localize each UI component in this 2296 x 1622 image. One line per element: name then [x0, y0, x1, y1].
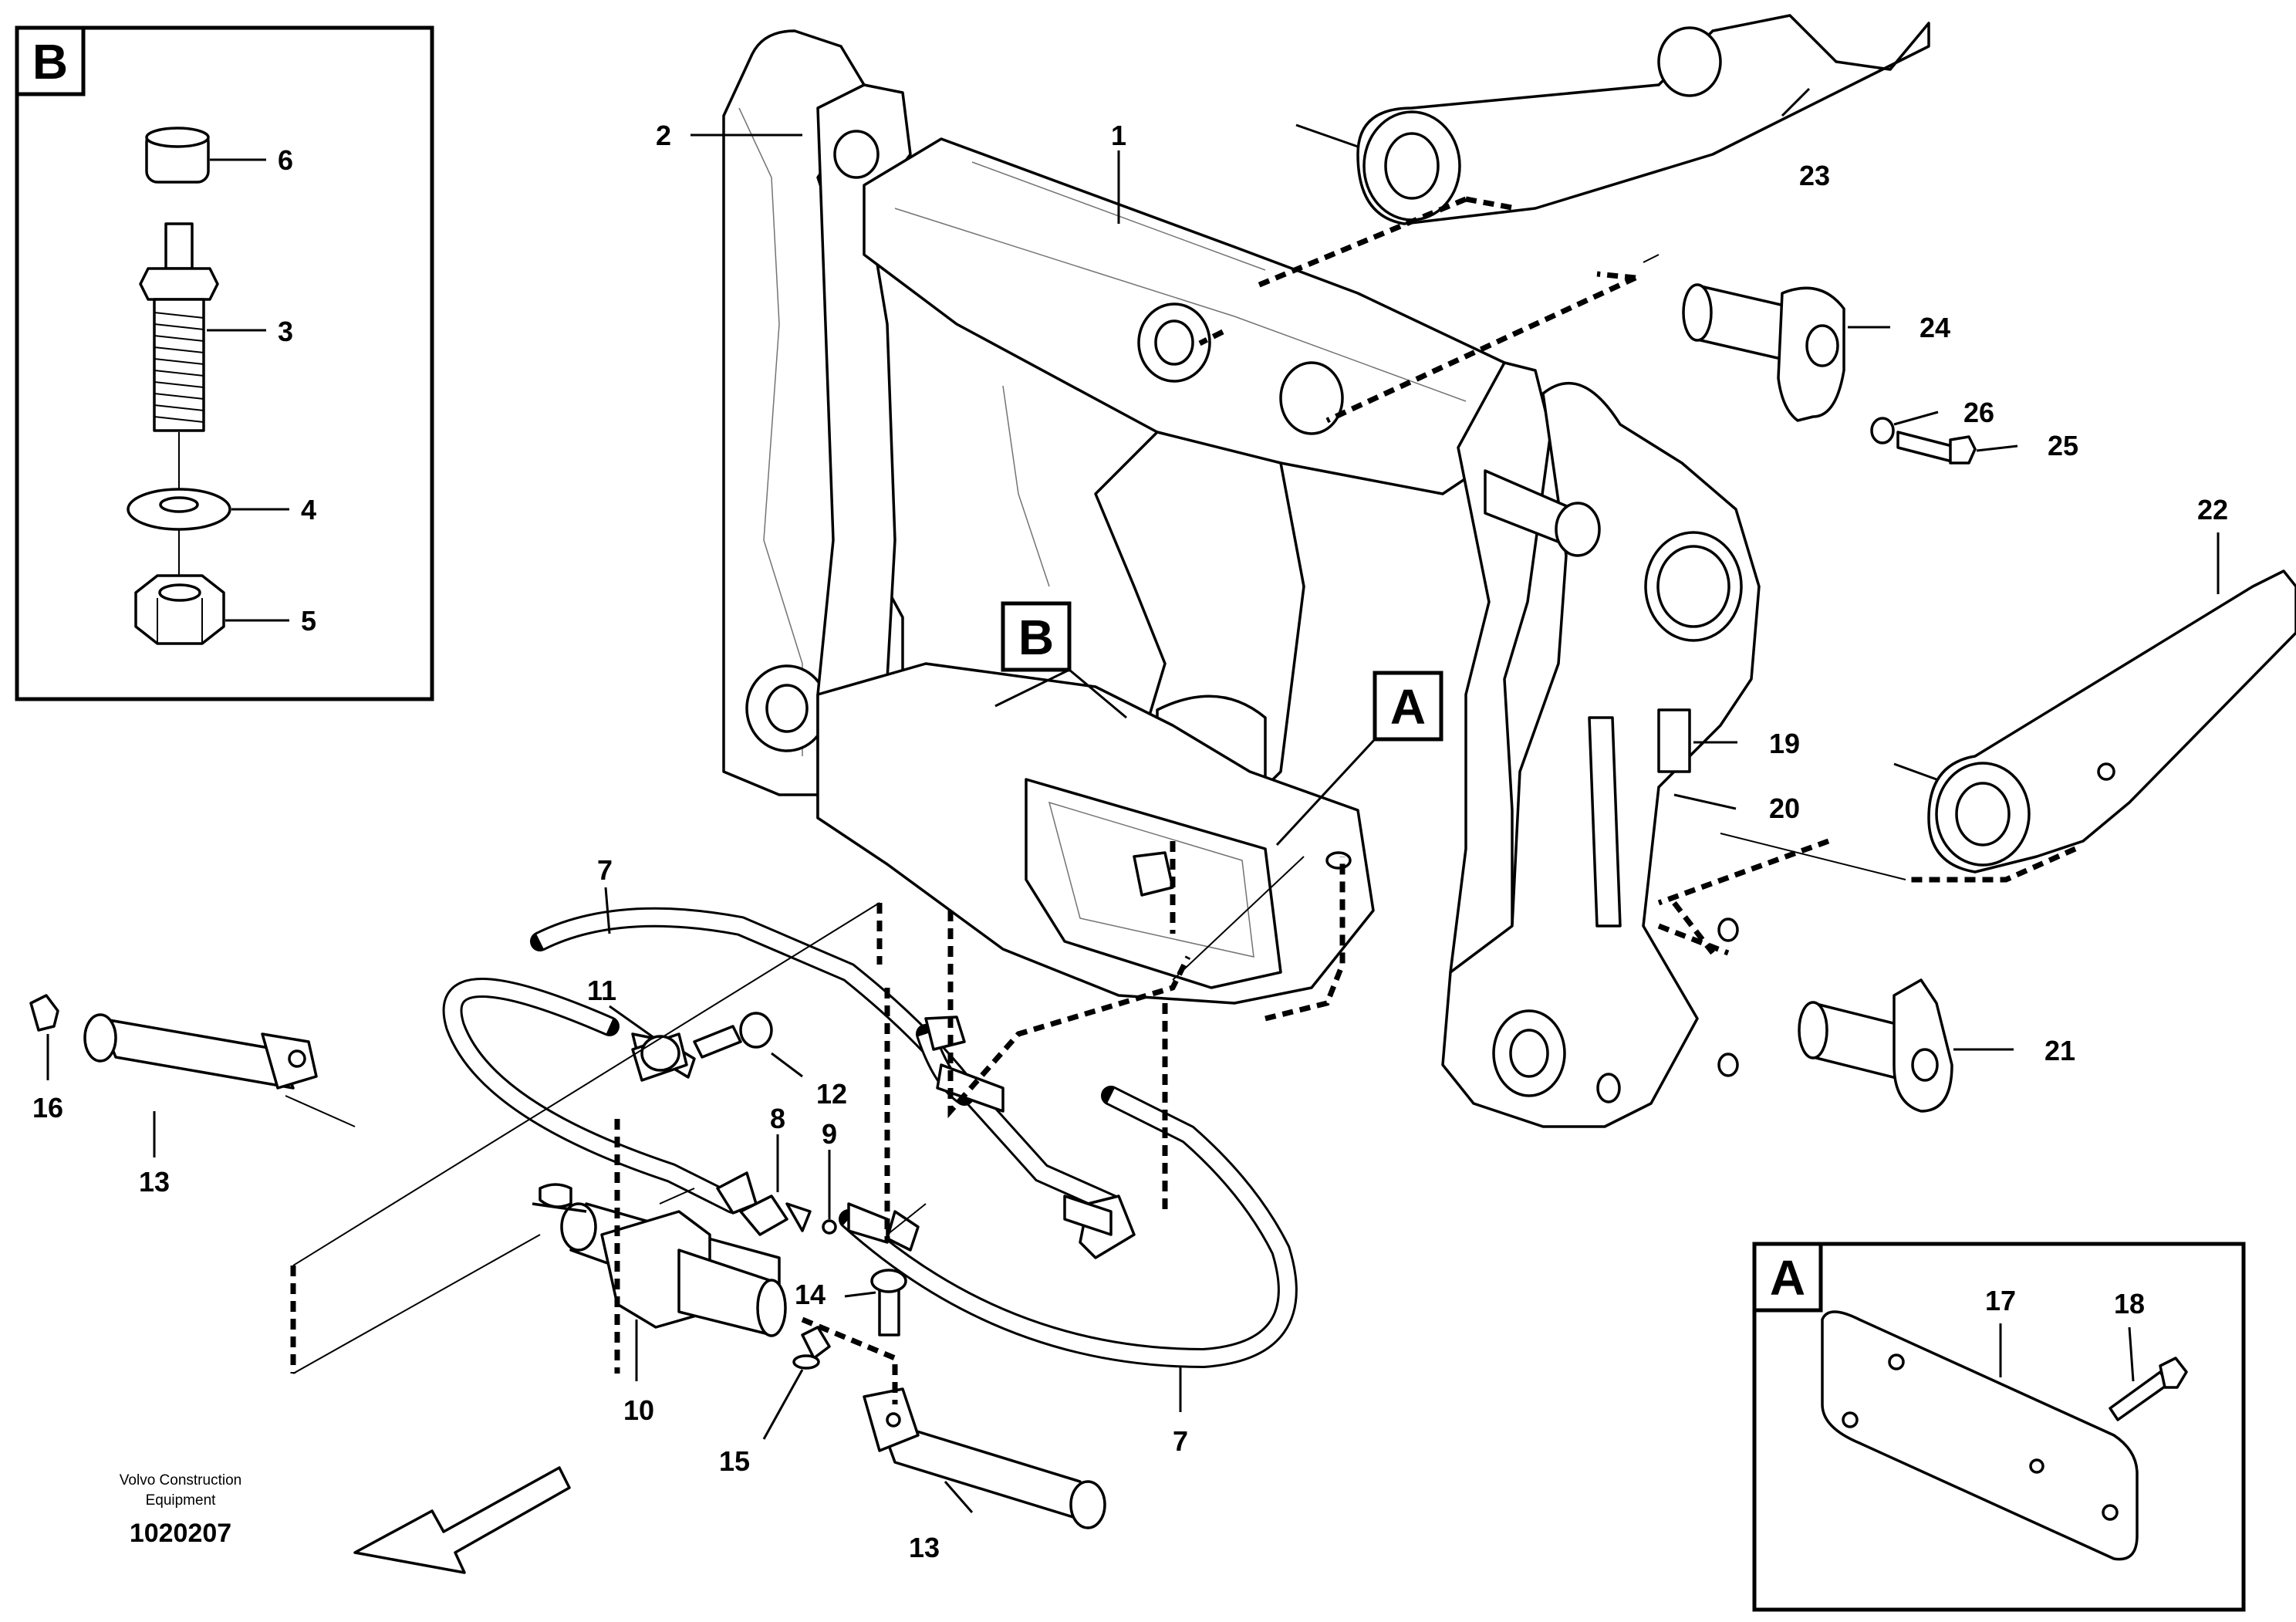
caption-line1: Volvo Construction: [120, 1472, 241, 1489]
washer-part-4: [127, 488, 231, 531]
label-22: 22: [2197, 494, 2228, 525]
label-9: 9: [822, 1118, 837, 1150]
pin-part-14: [870, 1269, 907, 1336]
part-labels: 2 1 23 24 26 25 22 19 20 21 7 11 12 8 9 …: [32, 87, 2228, 1563]
bolt-part-25: [1896, 431, 1977, 465]
label-26: 26: [1963, 397, 1994, 428]
detail-a-letter: A: [1770, 1250, 1805, 1306]
decal-part-19: [1657, 708, 1691, 773]
label-12: 12: [816, 1078, 847, 1110]
label-13-top: 13: [139, 1166, 170, 1198]
detail-a-frame: [1752, 1242, 2246, 1612]
pin-part-21: [1717, 978, 1953, 1113]
pin-part-24: [1682, 283, 1845, 422]
bolt-part-18: [2109, 1357, 2188, 1421]
detail-a-letter-box: [1752, 1242, 1823, 1313]
label-7-bottom: 7: [1173, 1425, 1188, 1457]
seal-part-9: [822, 1219, 837, 1235]
label-24: 24: [1920, 312, 1950, 343]
pin-part-13-bottom: [863, 1387, 1106, 1529]
ref-b-callout: B: [994, 601, 1127, 719]
label-10: 10: [623, 1394, 654, 1426]
label-11: 11: [587, 975, 616, 1006]
ref-a-letter: A: [1390, 679, 1426, 735]
direction-arrow-icon: [353, 1466, 571, 1574]
cylinder-part-10: [532, 1183, 831, 1360]
label-15: 15: [719, 1445, 750, 1477]
ref-a-callout: A: [1275, 671, 1443, 846]
label-1: 1: [1111, 120, 1126, 151]
lift-arm-part-22: [1893, 569, 2296, 874]
washer-part-26: [1870, 417, 1895, 444]
elbow-part-8: [716, 1171, 812, 1236]
assembly-lines: [285, 196, 2077, 1404]
detail-b-frame: [15, 25, 434, 701]
label-20: 20: [1769, 792, 1800, 824]
label-19: 19: [1769, 728, 1800, 759]
detail-a-panel: A 17 18: [1752, 1242, 2246, 1612]
label-16: 16: [32, 1092, 63, 1124]
nut-part-5: [134, 574, 225, 645]
label-2: 2: [656, 120, 671, 151]
detail-b-panel: B 6 3 4: [15, 25, 434, 701]
label-14: 14: [795, 1279, 826, 1310]
detail-b-letter-box: [15, 25, 86, 96]
lift-arm-part-23: [1295, 14, 1930, 225]
label-13-bottom: 13: [909, 1532, 940, 1563]
cover-plate-part-17: [1821, 1310, 2139, 1561]
label-8: 8: [770, 1103, 785, 1134]
ref-b-letter: B: [1018, 610, 1054, 665]
label-5: 5: [301, 605, 316, 637]
pin-part-13-top: [83, 1013, 318, 1090]
label-21: 21: [2044, 1035, 2075, 1066]
cap-part-6: [145, 127, 210, 184]
washer-part-15: [792, 1354, 820, 1370]
label-23: 23: [1799, 160, 1830, 191]
detail-b-letter: B: [32, 34, 68, 90]
label-25: 25: [2048, 430, 2078, 461]
drawing-number: 1020207: [130, 1519, 231, 1548]
label-4: 4: [301, 494, 316, 525]
label-3: 3: [278, 316, 293, 347]
label-18: 18: [2114, 1288, 2145, 1320]
bolt-part-12: [693, 1012, 773, 1059]
label-17: 17: [1985, 1285, 2016, 1316]
label-6: 6: [278, 144, 293, 176]
plug-part-20: [1717, 917, 1739, 942]
label-7-top: 7: [597, 854, 613, 886]
fitting-part-3: [139, 222, 219, 432]
attachment-frame-part-1: [722, 29, 1761, 1128]
caption-line2: Equipment: [146, 1492, 217, 1509]
plug-part-16: [29, 994, 59, 1032]
caption: Volvo Construction Equipment 1020207: [120, 1472, 241, 1548]
